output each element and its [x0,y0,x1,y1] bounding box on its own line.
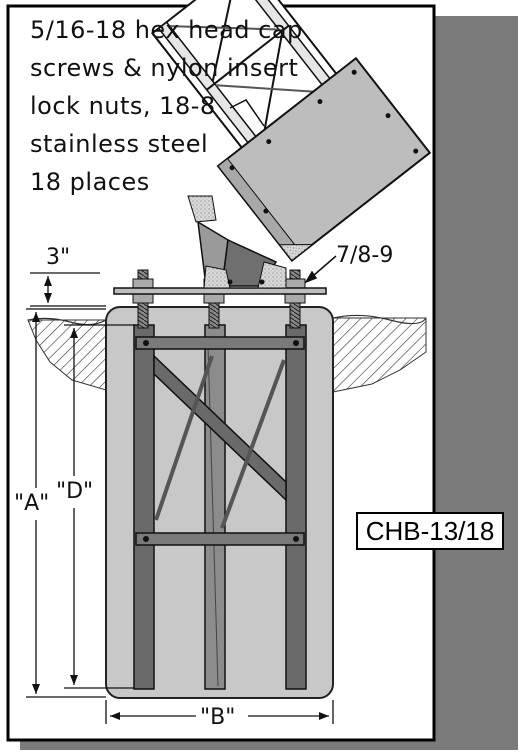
hinge-assembly [197,220,287,289]
dimension-top-offset [30,272,106,307]
dimension-b-label: "B" [200,705,235,730]
callout-line-2: screws & nylon insert [30,54,298,82]
callout-line-3: lock nuts, 18-8 [30,92,216,120]
dimension-d-label: "D" [56,479,93,504]
tower-section [150,0,432,262]
callout-line-5: 18 places [30,168,150,196]
anchor-cage [133,324,307,690]
base-plate [113,287,327,295]
callout-line-4: stainless steel [30,130,208,158]
dimension-d [64,324,134,689]
cage-post-right [285,324,307,690]
ground-hatch [27,314,427,393]
dimension-a [26,308,106,698]
cage-post-left [133,324,155,690]
dimension-top-offset-label: 3" [46,245,70,270]
cage-crossbar-top [135,336,305,350]
cage-crossbar-bottom [135,532,305,546]
cage-rod-right [220,359,286,529]
dimension-b [105,700,334,724]
callout-line-1: 5/16-18 hex head cap [30,16,303,44]
model-tag: CHB-13/18 [356,512,504,550]
anchor-bolt-label: 7/8-9 [336,243,393,268]
callout-leader-line [229,99,265,127]
gusset-tab-left [187,195,217,223]
callout-leaders [229,99,337,284]
model-tag-label: CHB-13/18 [365,515,495,546]
dimension-a-label: "A" [14,491,49,516]
cage-post-center [204,324,226,690]
cage-diagonal-brace [153,354,287,502]
cage-rod-left [154,355,214,521]
